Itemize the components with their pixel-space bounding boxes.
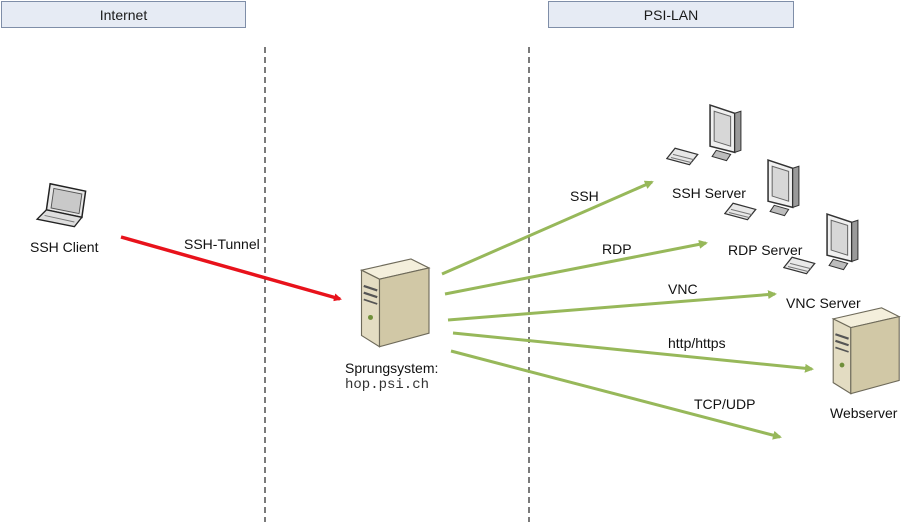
rdp-server-label: RDP Server xyxy=(728,242,803,258)
vnc-arrow xyxy=(447,290,777,322)
tcp-udp-arrow xyxy=(450,349,782,440)
laptop-icon xyxy=(36,182,87,228)
ssh-server-label: SSH Server xyxy=(672,185,746,201)
rdp-arrow xyxy=(444,239,708,296)
jump-host-address: hop.psi.ch xyxy=(345,377,430,393)
server-tower-icon xyxy=(360,257,431,348)
zone-internet-header: Internet xyxy=(1,1,246,28)
http-protocol-label: http/https xyxy=(668,335,726,351)
ssh-arrow xyxy=(441,180,654,276)
rdp-protocol-label: RDP xyxy=(602,241,632,257)
zone-lan-header: PSI-LAN xyxy=(548,1,794,28)
webserver-label: Webserver xyxy=(830,405,898,421)
jump-host-label: Sprungsystem: xyxy=(345,360,439,376)
ssh-tunnel-label: SSH-Tunnel xyxy=(184,236,260,252)
tcp-udp-protocol-label: TCP/UDP xyxy=(694,396,756,412)
vnc-protocol-label: VNC xyxy=(668,281,698,297)
desktop-computer-icon xyxy=(666,104,742,166)
ssh-tunnel-arrow xyxy=(120,235,342,302)
server-tower-icon xyxy=(832,306,901,395)
ssh-client-label: SSH Client xyxy=(30,239,99,255)
vnc-server-label: VNC Server xyxy=(786,295,861,311)
http-arrow xyxy=(452,331,814,373)
ssh-protocol-label: SSH xyxy=(570,188,599,204)
zone-internet-label: Internet xyxy=(99,6,148,23)
zone-lan-label: PSI-LAN xyxy=(643,6,699,23)
